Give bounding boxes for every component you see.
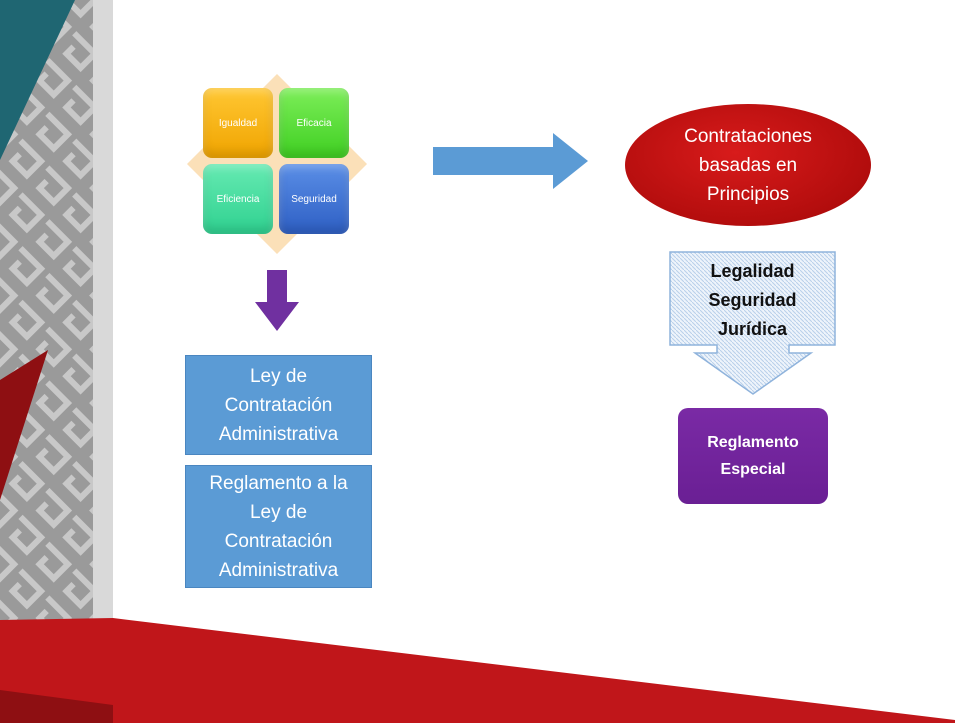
callout-line-seguridad: Seguridad <box>708 290 797 310</box>
red-sliver-shape <box>0 350 48 500</box>
reglamento-ley-box: Reglamento a la Ley de Contratación Admi… <box>185 465 372 588</box>
legalidad-callout-arrow <box>669 251 836 395</box>
matrix-cell-seguridad: Seguridad <box>279 164 349 234</box>
matrix-cell-igualdad: Igualdad <box>203 88 273 158</box>
teal-corner-shape <box>0 0 75 160</box>
bottom-red-band <box>0 618 955 723</box>
callout-line-juridica: Jurídica <box>717 319 788 339</box>
principios-ellipse-text: Contrataciones basadas en Principios <box>684 125 812 205</box>
callout-line-legalidad: Legalidad <box>710 261 795 281</box>
matrix-cell-eficacia: Eficacia <box>279 88 349 158</box>
grey-strip-shape <box>93 0 113 705</box>
principios-ellipse: Contrataciones basadas en Principios <box>625 104 871 226</box>
ley-contratacion-text: Ley de Contratación Administrativa <box>218 365 339 445</box>
matrix-cell-eficiencia: Eficiencia <box>203 164 273 234</box>
reglamento-ley-text: Reglamento a la Ley de Contratación Admi… <box>209 472 348 581</box>
blue-right-arrow <box>433 133 588 189</box>
legalidad-callout-text: Legalidad Seguridad Jurídica <box>670 257 835 344</box>
left-pattern-band <box>0 0 105 695</box>
bottom-dark-band <box>0 690 113 723</box>
reglamento-especial-text: Reglamento Especial <box>707 434 799 478</box>
purple-down-arrow <box>255 270 299 331</box>
reglamento-especial-box: Reglamento Especial <box>678 408 828 504</box>
ley-contratacion-box: Ley de Contratación Administrativa <box>185 355 372 455</box>
